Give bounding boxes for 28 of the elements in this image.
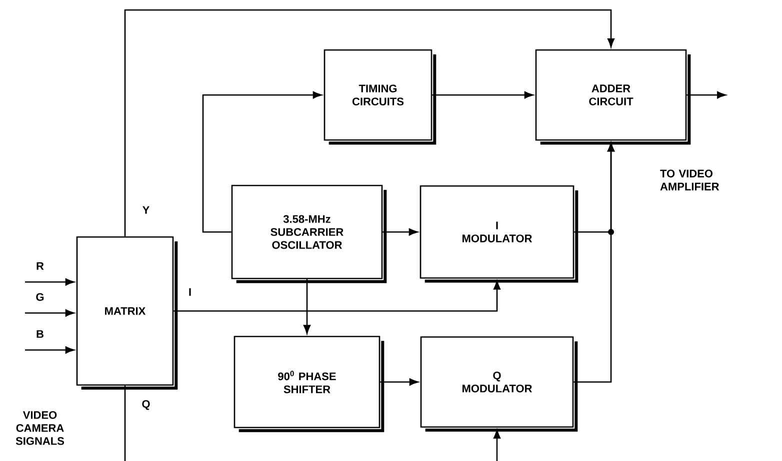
process-box: I MODULATOR xyxy=(420,185,578,283)
arrow xyxy=(380,378,418,386)
edge-label: G xyxy=(34,292,46,302)
process-box: 3.58-MHz SUBCARRIER OSCILLATOR xyxy=(231,184,387,284)
arrow xyxy=(574,142,615,383)
arrow xyxy=(25,309,74,317)
edge-label: B xyxy=(35,329,45,339)
arrow xyxy=(25,278,74,286)
arrow xyxy=(382,228,418,236)
arrow xyxy=(174,280,501,312)
process-box: MATRIX xyxy=(76,236,178,390)
process-box: Q MODULATOR xyxy=(420,336,578,432)
arrow xyxy=(686,91,726,99)
edge-label: I xyxy=(187,287,193,297)
edge-label: Y xyxy=(141,205,151,215)
note-text: VIDEO CAMERA SIGNALS xyxy=(16,411,64,445)
arrow xyxy=(25,346,74,354)
process-box: TIMING CIRCUITS xyxy=(324,49,436,145)
edge-label: R xyxy=(35,261,45,271)
edge-label: Q xyxy=(140,399,152,411)
process-box: ADDER CIRCUIT xyxy=(535,49,691,145)
arrow xyxy=(202,91,322,233)
note-text: TO VIDEO AMPLIFIER xyxy=(660,170,720,190)
arrow xyxy=(432,91,534,99)
arrow xyxy=(303,279,311,334)
arrow xyxy=(493,430,501,461)
process-box: 90$^{0}$ PHASE SHIFTER xyxy=(234,336,384,432)
arrow xyxy=(124,9,615,236)
